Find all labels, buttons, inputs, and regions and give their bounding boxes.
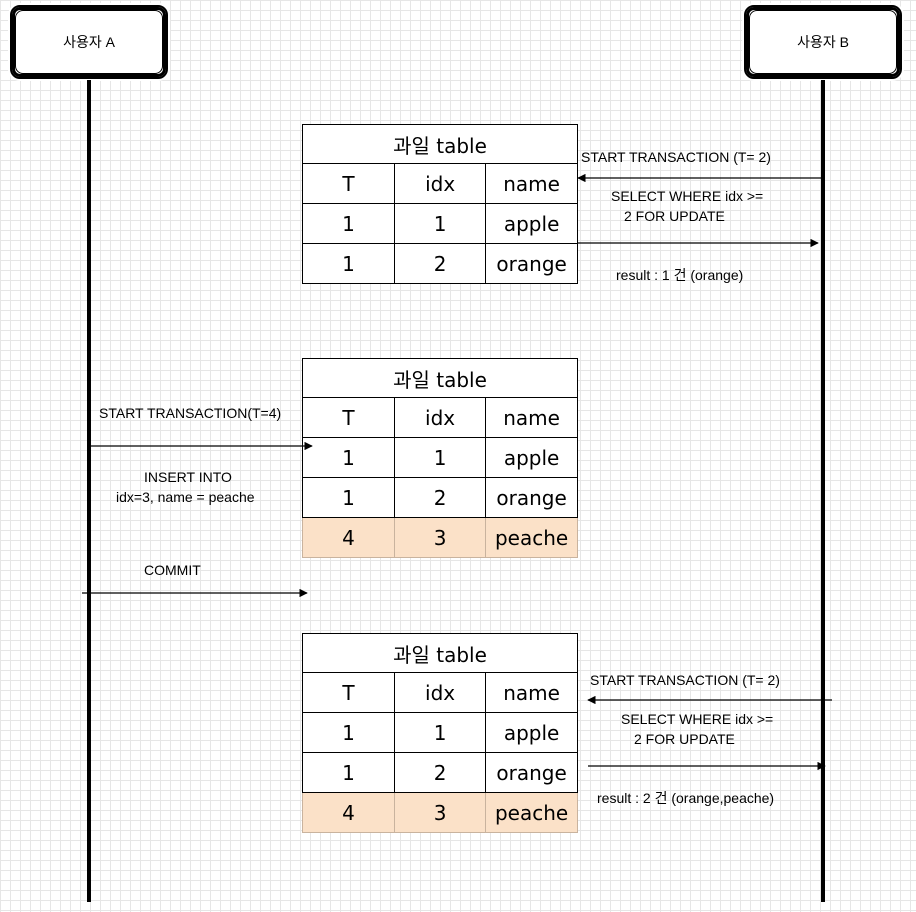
column-header: idx: [393, 397, 487, 438]
table-title-row: 과일 table: [302, 124, 578, 164]
table-cell: orange: [485, 477, 578, 518]
table-row: 1 2 orange: [302, 752, 578, 793]
table-cell: orange: [485, 752, 578, 793]
actor-user-b-label: 사용자 B: [797, 34, 849, 50]
table-header-row: T idx name: [302, 163, 578, 204]
table-cell: 1: [302, 477, 395, 518]
column-header: idx: [393, 672, 487, 713]
msg-a-insert-line2: idx=3, name = peache: [116, 489, 255, 505]
table-cell: apple: [485, 203, 578, 244]
table-title: 과일 table: [302, 124, 578, 164]
lifeline-user-b: [821, 80, 825, 902]
table-cell: apple: [485, 437, 578, 478]
msg-b-select-1-line1: SELECT WHERE idx >=: [611, 188, 764, 204]
msg-a-insert-line1: INSERT INTO: [144, 469, 232, 485]
table-cell: peache: [485, 792, 578, 833]
msg-b-result-2: result : 2 건 (orange,peache): [597, 790, 775, 806]
actor-user-b: 사용자 B: [744, 5, 902, 79]
msg-b-select-2-line1: SELECT WHERE idx >=: [621, 711, 774, 727]
table-cell: 1: [393, 437, 487, 478]
table-cell: 1: [302, 243, 395, 284]
fruit-table-1: 과일 table T idx name 1 1 apple 1 2 orange: [302, 124, 578, 284]
column-header: T: [302, 672, 395, 713]
table-row-highlighted: 4 3 peache: [302, 517, 578, 558]
table-cell: orange: [485, 243, 578, 284]
table-cell: 2: [393, 243, 487, 284]
table-header-row: T idx name: [302, 672, 578, 713]
table-title-row: 과일 table: [302, 633, 578, 673]
column-header: name: [485, 163, 578, 204]
table-cell: peache: [485, 517, 578, 558]
table-row-highlighted: 4 3 peache: [302, 792, 578, 833]
table-row: 1 2 orange: [302, 243, 578, 284]
msg-a-commit: COMMIT: [144, 562, 201, 578]
msg-b-start-1: START TRANSACTION (T= 2): [581, 149, 771, 165]
msg-b-start-2: START TRANSACTION (T= 2): [590, 672, 780, 688]
table-row: 1 1 apple: [302, 437, 578, 478]
column-header: name: [485, 672, 578, 713]
table-cell: 3: [393, 517, 487, 558]
table-cell: 4: [302, 517, 395, 558]
table-cell: 1: [393, 712, 487, 753]
table-cell: 1: [302, 437, 395, 478]
fruit-table-2: 과일 table T idx name 1 1 apple 1 2 orange…: [302, 358, 578, 558]
msg-b-result-1: result : 1 건 (orange): [616, 267, 744, 283]
actor-user-a: 사용자 A: [10, 5, 168, 79]
msg-a-start: START TRANSACTION(T=4): [99, 405, 282, 421]
table-row: 1 1 apple: [302, 203, 578, 244]
actor-user-a-label: 사용자 A: [63, 34, 115, 50]
table-title: 과일 table: [302, 633, 578, 673]
fruit-table-3: 과일 table T idx name 1 1 apple 1 2 orange…: [302, 633, 578, 833]
msg-b-select-2-line2: 2 FOR UPDATE: [634, 731, 735, 747]
table-cell: 2: [393, 752, 487, 793]
column-header: T: [302, 163, 395, 204]
table-cell: apple: [485, 712, 578, 753]
table-cell: 1: [393, 203, 487, 244]
table-header-row: T idx name: [302, 397, 578, 438]
msg-b-select-1-line2: 2 FOR UPDATE: [624, 208, 725, 224]
table-cell: 3: [393, 792, 487, 833]
lifeline-user-a: [87, 80, 91, 902]
